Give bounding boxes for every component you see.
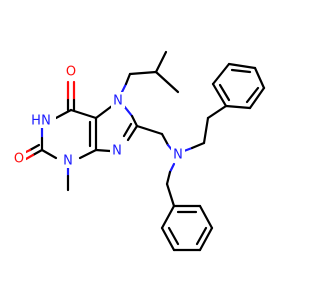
ring1-d1 <box>245 86 260 104</box>
ring2-b2 <box>160 226 176 252</box>
ring1-b4 <box>253 66 266 90</box>
bond-ch2-ch <box>128 70 158 76</box>
nitrogen-label-n3: N <box>63 154 73 169</box>
bond-bz1-ring <box>202 116 210 145</box>
bond-c5-n7 <box>94 104 114 120</box>
bond-c2-n3 <box>40 148 58 160</box>
oxygen-label-c2: O <box>14 152 24 167</box>
oxygen-label-c6: O <box>66 65 76 80</box>
bond-n7-c8-n <box>122 104 134 118</box>
ring2-b4 <box>198 226 214 252</box>
ring1-d2 <box>230 68 252 74</box>
ring1-b7 <box>211 82 228 108</box>
bond-c6-n1 <box>54 108 73 120</box>
nitrogen-label-n9: N <box>112 144 122 159</box>
bond-c8-n9-inner <box>122 122 133 138</box>
ring2-b1 <box>160 204 176 230</box>
nitrogen-label-n1: N <box>41 114 51 129</box>
bond-n7-c8 <box>130 114 139 128</box>
ring2-b5 <box>198 204 214 230</box>
bond-c5-c6 <box>69 108 98 120</box>
nitrogen-label-n7: N <box>113 94 123 109</box>
ring1-b3 <box>248 86 266 110</box>
bond-ch-me1 <box>154 50 168 74</box>
ring2-d2 <box>195 226 208 246</box>
ring1-b1 <box>206 104 228 120</box>
molecule-structure: O H N O N N N N <box>12 50 266 252</box>
bond-c2-o-a <box>31 148 44 157</box>
bond-n3-c4 <box>78 148 98 160</box>
bond-c8-n9 <box>126 124 139 142</box>
ring2-d1 <box>167 226 180 246</box>
bond-c2-o-b <box>24 153 35 161</box>
ring1-b5 <box>227 62 257 70</box>
nitrogen-label-amine: N <box>173 148 183 163</box>
ring1-b6 <box>211 62 231 86</box>
bond-namine-bz2-n <box>168 162 176 174</box>
bond-n7-ch2 <box>124 72 132 86</box>
bond-namine-bz1-n <box>182 146 194 153</box>
bond-bz2-ring <box>165 182 176 208</box>
atom-labels: O H N O N N N N <box>12 64 185 169</box>
ring1-b2 <box>224 104 252 110</box>
bond-ch-me2 <box>154 70 180 94</box>
bonds <box>22 50 266 252</box>
bond-namine-bz1 <box>190 141 206 150</box>
bond-namine-bz2 <box>165 170 172 186</box>
bond-n7-ch2-n <box>120 82 128 94</box>
bond-ch2-namine <box>160 132 170 147</box>
bond-n9-c4 <box>94 148 112 153</box>
hydrogen-label-n1: H <box>31 114 41 129</box>
bond-c2-o-c <box>28 143 41 152</box>
ring1-d3 <box>218 83 231 102</box>
bond-c8-ch2 <box>135 124 164 136</box>
